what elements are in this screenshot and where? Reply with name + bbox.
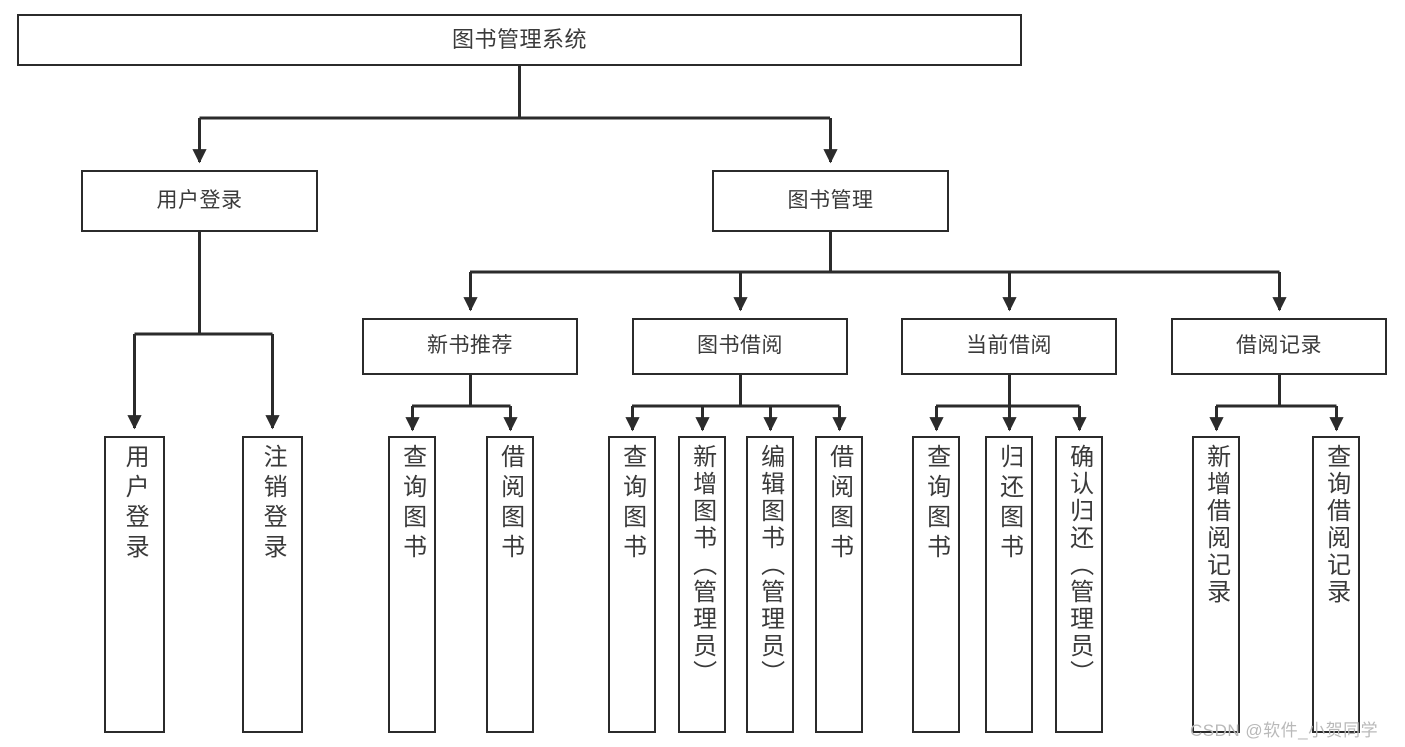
node-new-book-recommend[interactable]: 新书推荐 [362, 318, 578, 375]
node-leaf-query-book-3[interactable]: 查询图书 [912, 436, 960, 733]
node-leaf-edit-book-label: 编辑图书（管理员） [756, 444, 784, 687]
node-leaf-add-record[interactable]: 新增借阅记录 [1192, 436, 1240, 733]
node-borrow-record-label: 借阅记录 [1236, 334, 1322, 358]
node-leaf-query-book-3-label: 查询图书 [922, 444, 950, 564]
node-leaf-query-book-1[interactable]: 查询图书 [388, 436, 436, 733]
node-leaf-user-login[interactable]: 用户登录 [104, 436, 165, 733]
node-leaf-query-record[interactable]: 查询借阅记录 [1312, 436, 1360, 733]
node-leaf-edit-book[interactable]: 编辑图书（管理员） [746, 436, 794, 733]
node-current-borrow[interactable]: 当前借阅 [901, 318, 1117, 375]
node-borrow-record[interactable]: 借阅记录 [1171, 318, 1387, 375]
node-root-label: 图书管理系统 [451, 27, 587, 53]
node-leaf-query-book-1-label: 查询图书 [398, 444, 426, 564]
node-book-borrow-label: 图书借阅 [697, 334, 783, 358]
node-book-borrow[interactable]: 图书借阅 [632, 318, 848, 375]
node-leaf-logout-label: 注销登录 [259, 444, 287, 564]
csdn-watermark: CSDN @软件_小贺同学 [1190, 721, 1379, 740]
node-leaf-return-book-label: 归还图书 [995, 444, 1023, 564]
node-book-manage[interactable]: 图书管理 [712, 170, 949, 232]
node-root[interactable]: 图书管理系统 [17, 14, 1022, 66]
node-leaf-query-record-label: 查询借阅记录 [1322, 444, 1350, 606]
node-leaf-add-record-label: 新增借阅记录 [1202, 444, 1230, 606]
node-leaf-borrow-book-2[interactable]: 借阅图书 [815, 436, 863, 733]
node-book-manage-label: 图书管理 [787, 188, 874, 212]
node-leaf-confirm-return-label: 确认归还（管理员） [1065, 444, 1093, 687]
node-leaf-borrow-book-1-label: 借阅图书 [496, 444, 524, 564]
node-leaf-borrow-book-2-label: 借阅图书 [825, 444, 853, 564]
node-leaf-confirm-return[interactable]: 确认归还（管理员） [1055, 436, 1103, 733]
node-leaf-return-book[interactable]: 归还图书 [985, 436, 1033, 733]
node-new-book-recommend-label: 新书推荐 [427, 334, 513, 358]
node-leaf-add-book-label: 新增图书（管理员） [688, 444, 716, 687]
node-user-login-label: 用户登录 [156, 188, 243, 212]
node-leaf-query-book-2-label: 查询图书 [618, 444, 646, 564]
node-leaf-logout[interactable]: 注销登录 [242, 436, 303, 733]
node-leaf-query-book-2[interactable]: 查询图书 [608, 436, 656, 733]
node-leaf-borrow-book-1[interactable]: 借阅图书 [486, 436, 534, 733]
node-current-borrow-label: 当前借阅 [966, 334, 1052, 358]
node-leaf-user-login-label: 用户登录 [121, 444, 149, 564]
node-leaf-add-book[interactable]: 新增图书（管理员） [678, 436, 726, 733]
node-user-login[interactable]: 用户登录 [81, 170, 318, 232]
